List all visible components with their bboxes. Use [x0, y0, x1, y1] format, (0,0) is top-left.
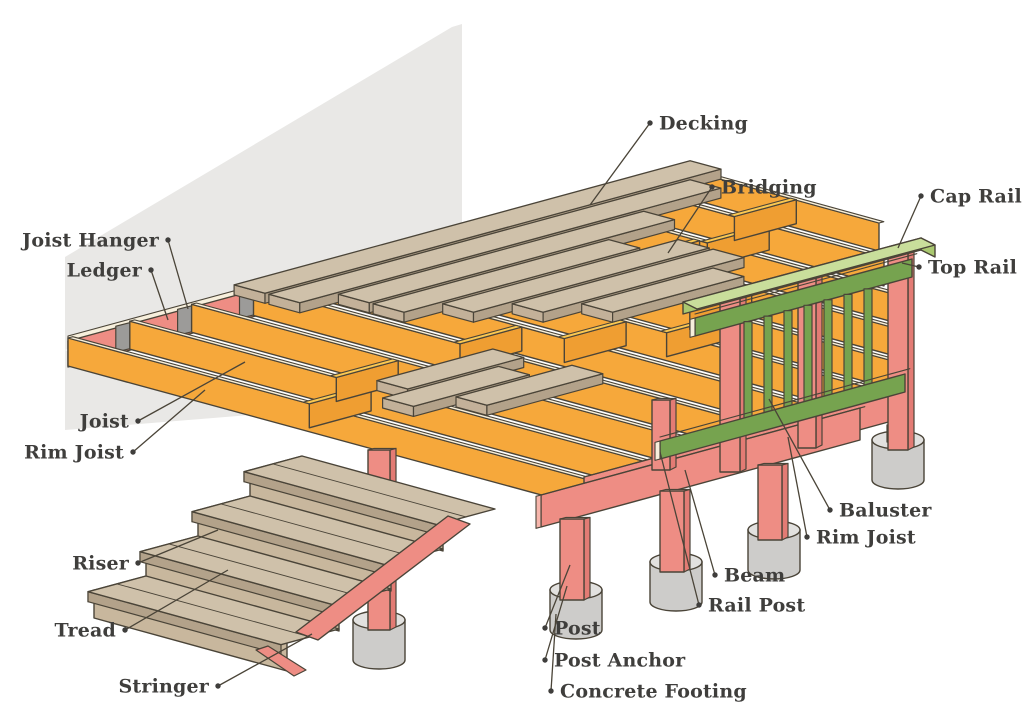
label-decking: Decking [659, 113, 748, 135]
post [559, 518, 585, 601]
house-wall [65, 24, 462, 350]
decking-board [381, 365, 531, 408]
decking-board [337, 210, 676, 304]
leader-dot-rim-joist-right [804, 534, 810, 540]
baluster [803, 304, 813, 404]
label-post-anchor: Post Anchor [554, 650, 686, 672]
leader-concrete-footing [550, 613, 557, 692]
decking-board [268, 179, 722, 304]
leader-joist-hanger [167, 239, 189, 310]
leader-dot-ledger [148, 267, 154, 273]
leader-dot-post-anchor [542, 657, 548, 663]
baluster [763, 315, 773, 415]
leader-dot-top-rail [916, 264, 922, 270]
label-top-rail: Top Rail [928, 257, 1017, 279]
leader-decking [589, 122, 651, 206]
bridging-block-top [453, 324, 523, 345]
decking-board [455, 364, 604, 406]
bottom-rail-end [654, 440, 661, 461]
leader-joist [137, 361, 246, 422]
post [757, 464, 783, 541]
leader-ledger [150, 269, 169, 321]
stringer-foot [255, 645, 307, 677]
leader-cap-rail [897, 195, 922, 249]
label-baluster: Baluster [839, 500, 932, 522]
decking-board [372, 238, 641, 313]
label-concrete-footing: Concrete Footing [560, 681, 747, 703]
leader-dot-rail-post [696, 602, 702, 608]
concrete-footing [747, 529, 801, 580]
leader-post [544, 564, 571, 629]
stringer [295, 515, 471, 641]
decking-board [581, 267, 745, 313]
baluster [863, 288, 873, 387]
label-rim-joist-right: Rim Joist [816, 527, 916, 549]
leader-top-rail [901, 262, 920, 268]
baluster [843, 293, 853, 393]
post-shade [583, 516, 591, 601]
concrete-footing [352, 619, 406, 670]
baluster [743, 321, 753, 420]
label-beam: Beam [724, 565, 785, 587]
decking-board [442, 238, 710, 313]
leader-dot-stringer [215, 683, 221, 689]
leader-dot-beam [712, 572, 718, 578]
label-joist: Joist [78, 411, 129, 433]
bridging-block-top [329, 358, 399, 378]
leader-beam [684, 469, 716, 576]
leader-dot-rim-joist-left [130, 449, 136, 455]
leader-stringer [217, 633, 313, 687]
leader-dot-bridging [709, 184, 715, 190]
label-cap-rail: Cap Rail [930, 186, 1022, 208]
stair-tread-seam [272, 463, 467, 518]
label-post: Post [554, 618, 601, 640]
top-rail-end [689, 317, 696, 338]
concrete-footing [549, 589, 603, 640]
bottom-rail-top [659, 368, 911, 438]
leader-rim-joist-right [787, 436, 808, 538]
beam-top [540, 406, 866, 496]
baluster [823, 299, 833, 398]
stair-tread-seam [116, 583, 311, 638]
decking-board [511, 248, 745, 313]
leader-dot-joist-hanger [165, 237, 171, 243]
leader-riser [137, 529, 219, 564]
rail-post-shade [907, 247, 915, 451]
top-rail-top [694, 253, 918, 315]
leader-dot-riser [135, 560, 141, 566]
leader-dot-concrete-footing [548, 688, 554, 694]
leader-dot-baluster [827, 507, 833, 513]
leader-dot-cap-rail [918, 193, 924, 199]
label-bridging: Bridging [721, 177, 817, 199]
stair-tread-seam [168, 543, 363, 598]
label-tread: Tread [55, 620, 116, 642]
label-stringer: Stringer [118, 676, 209, 698]
post [659, 490, 685, 573]
decking-board [233, 160, 722, 294]
beam-end [535, 494, 542, 529]
bridging-block-top [728, 197, 797, 218]
leader-dot-decking [647, 120, 653, 126]
leader-bridging [667, 186, 713, 254]
post-shade [781, 462, 789, 541]
leader-baluster [768, 398, 831, 511]
concrete-footing [871, 439, 925, 490]
leader-rim-joist-left [132, 389, 206, 453]
label-rail-post: Rail Post [708, 595, 805, 617]
leader-dot-tread [122, 627, 128, 633]
baluster [783, 310, 793, 409]
leader-tread [124, 569, 229, 631]
leader-dot-post [542, 625, 548, 631]
decking-board [376, 348, 525, 390]
label-rim-joist-left: Rim Joist [24, 442, 124, 464]
stair-tread-seam [220, 503, 415, 558]
cap-rail [682, 237, 936, 310]
label-ledger: Ledger [67, 260, 143, 282]
label-riser: Riser [72, 553, 130, 575]
leader-rail-post [659, 451, 700, 606]
leader-dot-joist [135, 418, 141, 424]
label-joist-hanger: Joist Hanger [20, 230, 160, 252]
concrete-footing [649, 561, 703, 612]
